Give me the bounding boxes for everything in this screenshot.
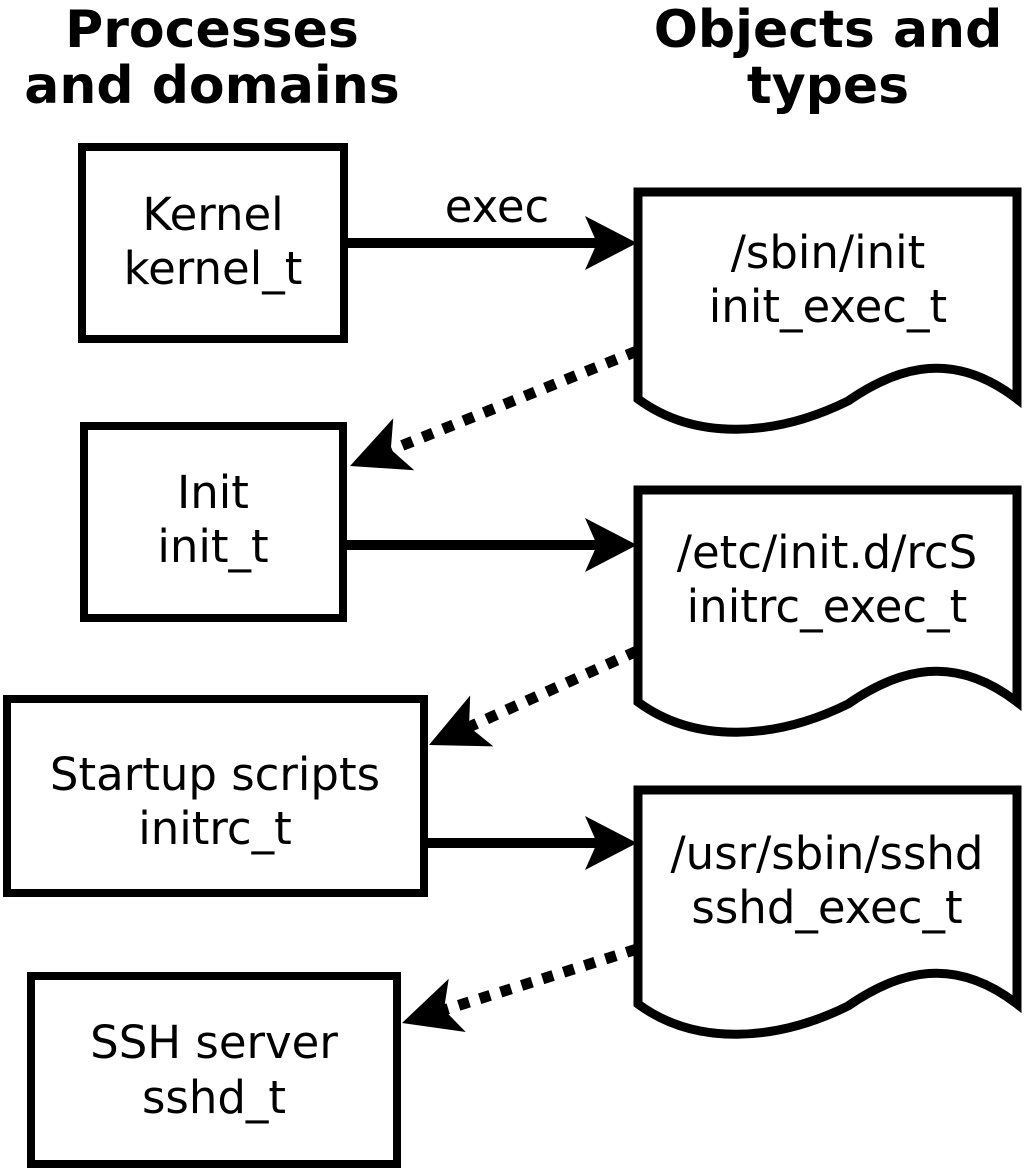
exec-arrow-init-to-rcS (343, 518, 637, 572)
sbin-init-path: /sbin/init (731, 226, 926, 279)
right-header-line1: Objects and (654, 0, 1003, 60)
arrowhead-icon (402, 978, 466, 1033)
arrowhead-icon (585, 518, 637, 572)
left-header-line2: and domains (24, 56, 399, 116)
sbin-init-type: init_exec_t (709, 280, 947, 333)
rcS-type: initrc_exec_t (687, 580, 968, 633)
startup-scripts-box (3, 695, 428, 897)
dotted-line-2 (466, 645, 640, 733)
ssh-server-box (27, 972, 401, 1168)
kernel-box-name: Kernel (142, 188, 283, 241)
transition-arrow-rcS-to-initrc (429, 645, 640, 747)
exec-arrow-label: exec (445, 180, 550, 233)
process-node-ssh-server: SSH server sshd_t (27, 972, 401, 1168)
object-node-usr-sbin-sshd: /usr/sbin/sshd sshd_exec_t (633, 785, 1022, 1039)
object-node-sbin-init: /sbin/init init_exec_t (633, 187, 1022, 434)
right-column-header: Objects and types (654, 0, 1003, 116)
init-box-name: Init (177, 466, 249, 519)
startup-scripts-box-name: Startup scripts (50, 748, 380, 801)
ssh-server-box-name: SSH server (90, 1016, 338, 1069)
kernel-box-type: kernel_t (124, 242, 303, 295)
sshd-path: /usr/sbin/sshd (671, 827, 984, 880)
process-node-kernel: Kernel kernel_t (78, 143, 348, 343)
transition-arrow-sbin-init-to-init (350, 345, 640, 471)
transition-arrow-sshd-exec-to-sshd (402, 943, 639, 1033)
arrowhead-icon (585, 816, 637, 870)
process-node-startup-scripts: Startup scripts initrc_t (3, 695, 428, 897)
left-column-header: Processes and domains (24, 0, 399, 116)
object-node-etc-initd-rcS: /etc/init.d/rcS initrc_exec_t (633, 485, 1022, 737)
kernel-box (78, 143, 348, 343)
exec-arrow-initrc-to-sshd (424, 816, 637, 870)
arrowhead-icon (429, 695, 494, 747)
arrowhead-icon (350, 418, 415, 471)
init-box-type: init_t (157, 520, 268, 573)
arrowhead-icon (585, 216, 637, 270)
document-shape (633, 485, 1022, 737)
process-node-init: Init init_t (80, 422, 347, 622)
left-header-line1: Processes (65, 0, 359, 60)
ssh-server-box-type: sshd_t (142, 1071, 286, 1124)
document-shape (633, 785, 1022, 1039)
sshd-type: sshd_exec_t (691, 881, 962, 934)
exec-arrow-kernel-to-sbin-init: exec (344, 180, 637, 270)
right-header-line2: types (747, 56, 909, 116)
document-shape (633, 187, 1022, 434)
dotted-line-1 (388, 345, 640, 456)
startup-scripts-box-type: initrc_t (138, 802, 292, 855)
rcS-path: /etc/init.d/rcS (677, 526, 977, 579)
init-box (80, 422, 347, 622)
